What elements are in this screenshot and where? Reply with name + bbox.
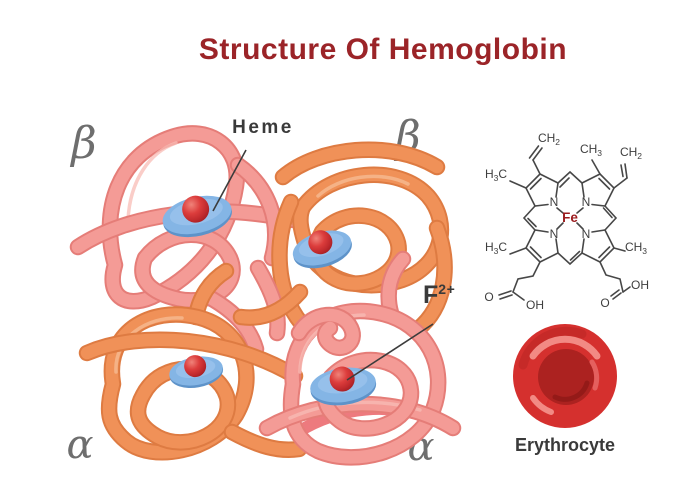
hydroxyl-oh-label: OH xyxy=(631,278,649,292)
nitrogen-atom-label: N xyxy=(582,195,591,209)
carboxyl-o-label: O xyxy=(600,296,609,310)
fe-atom-label: Fe xyxy=(562,210,578,225)
methyl-ch3-label: CH3 xyxy=(625,240,647,256)
heme-pointer-line xyxy=(212,149,247,212)
protein-tetramer-illustration: β β α α xyxy=(66,112,462,470)
linker-strand xyxy=(234,285,307,324)
linker-strand xyxy=(251,261,284,340)
methyl-ch3-label: CH3 xyxy=(580,142,602,158)
vinyl-ch2-label: CH2 xyxy=(538,131,560,147)
ferrous-iron-label: F2+ xyxy=(423,281,456,309)
erythrocyte-label: Erythrocyte xyxy=(514,435,616,455)
carboxyl-o-label: O xyxy=(484,290,493,304)
heme-group-icon xyxy=(169,355,224,388)
heme-group-icon xyxy=(310,366,377,406)
iron-pointer-line xyxy=(346,323,434,381)
methyl-h3c-label: H3C xyxy=(485,240,507,256)
methyl-h3c-label: H3C xyxy=(485,167,507,183)
porphyrin-bonds xyxy=(498,145,631,301)
heme-group-icon xyxy=(292,230,352,269)
vinyl-ch2-label: CH2 xyxy=(620,145,642,161)
heme-chemical-structure-diagram: Fe N N N N CH2 CH3 CH2 H3C H3C CH3 O OH … xyxy=(484,131,649,312)
erythrocyte-icon xyxy=(513,324,617,428)
page-title: Structure Of Hemoglobin xyxy=(198,33,568,66)
nitrogen-atom-label: N xyxy=(550,227,559,241)
iron-charge-superscript: 2+ xyxy=(438,281,456,297)
nitrogen-atom-label: N xyxy=(582,227,591,241)
beta-subunit-label: β xyxy=(69,118,96,169)
alpha-subunit-label: α xyxy=(66,422,93,468)
hydroxyl-oh-label: OH xyxy=(526,298,544,312)
nitrogen-atom-label: N xyxy=(550,195,559,209)
alpha-subunit-bottom-right-coil xyxy=(258,250,462,466)
heme-label: Heme xyxy=(232,117,294,138)
heme-group-icon xyxy=(162,195,232,238)
